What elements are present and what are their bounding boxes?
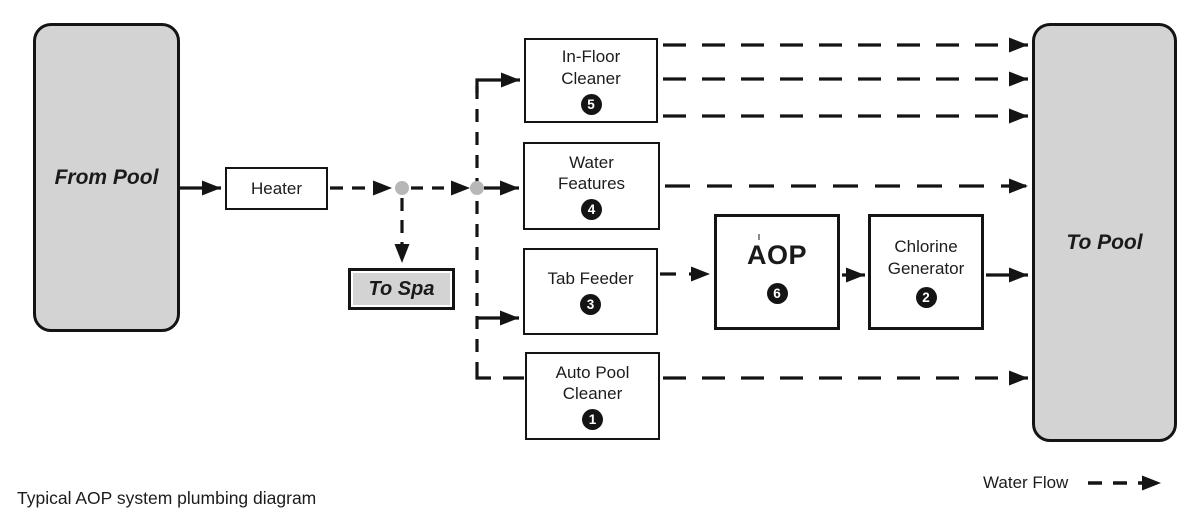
to-spa-inner: To Spa [353, 273, 450, 305]
in-floor-cleaner-label-line1: In-Floor [561, 47, 621, 67]
node-in-floor-cleaner: In-Floor Cleaner 5 [524, 38, 658, 123]
node-from-pool: From Pool [33, 23, 180, 332]
node-chlorine-generator: Chlorine Generator 2 [868, 214, 984, 330]
aop-number-badge: 6 [766, 283, 788, 304]
junction-dot-2 [470, 181, 484, 195]
heater-label: Heater [250, 178, 303, 198]
node-heater: Heater [225, 167, 328, 210]
node-to-pool: To Pool [1032, 23, 1177, 442]
auto-pool-cleaner-number-badge: 1 [582, 409, 603, 431]
connector-riser-autopool-elbow [475, 366, 491, 380]
aop-label: AOP [746, 240, 807, 270]
node-tab-feeder: Tab Feeder 3 [523, 248, 658, 335]
chlorine-generator-label-line2: Generator [887, 258, 965, 278]
chlorine-generator-label-line1: Chlorine [894, 237, 958, 257]
diagram-caption: Typical AOP system plumbing diagram [17, 488, 317, 508]
in-floor-cleaner-number-badge: 5 [580, 93, 602, 115]
node-auto-pool-cleaner: Auto Pool Cleaner 1 [525, 352, 660, 440]
node-water-features: Water Features 4 [523, 142, 660, 230]
from-pool-label: From Pool [54, 165, 159, 189]
water-features-label-line2: Features [557, 174, 626, 193]
connector-riser-infloor [475, 72, 520, 93]
to-spa-label: To Spa [368, 277, 435, 300]
water-features-label-line1: Water [569, 152, 614, 172]
node-aop: AOP 6 [714, 214, 840, 330]
legend-water-flow-label: Water Flow [983, 473, 1069, 492]
junction-dot-1 [395, 181, 409, 195]
tab-feeder-number-badge: 3 [580, 294, 601, 316]
to-pool-label: To Pool [1066, 230, 1143, 254]
tab-feeder-label: Tab Feeder [547, 268, 634, 288]
chlorine-generator-number-badge: 2 [915, 286, 937, 308]
stray-mark [758, 234, 760, 240]
auto-pool-cleaner-label-line1: Auto Pool [555, 362, 630, 382]
water-features-number-badge: 4 [581, 199, 602, 221]
auto-pool-cleaner-label-line2: Cleaner [562, 384, 623, 403]
node-to-spa: To Spa [348, 268, 455, 310]
in-floor-cleaner-label-line2: Cleaner [561, 68, 621, 88]
